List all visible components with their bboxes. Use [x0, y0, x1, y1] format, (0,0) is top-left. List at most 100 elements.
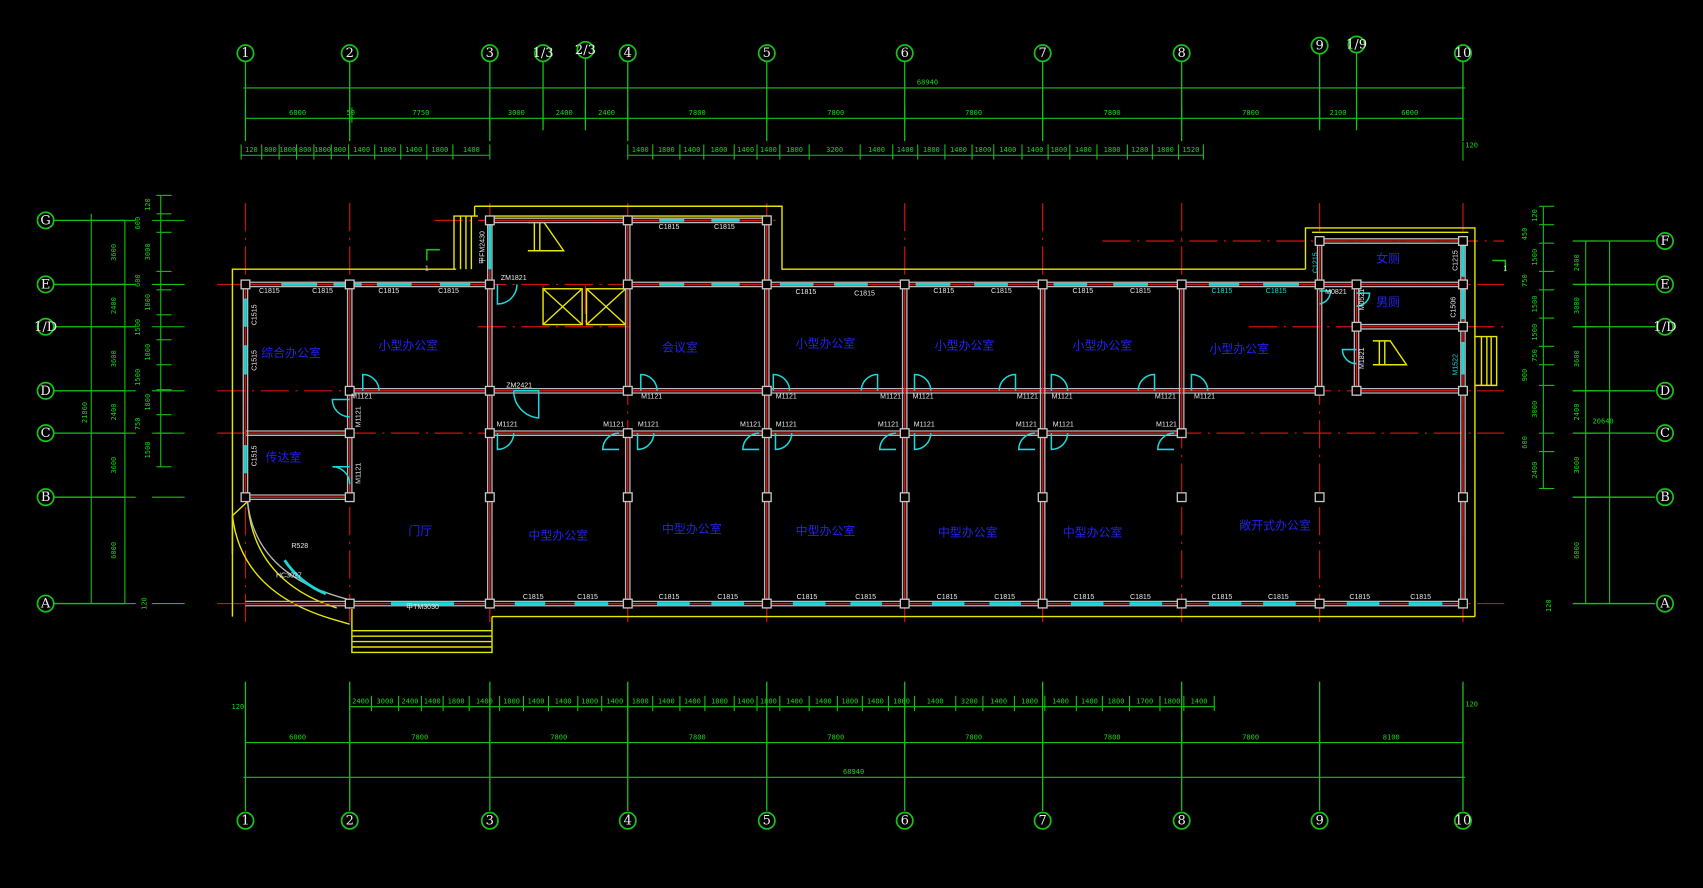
dim-right-detail-text: 450 [1520, 228, 1529, 241]
dim-left-axis-text: 2400 [109, 403, 118, 420]
axis-x-bottom-4-label: 4 [624, 814, 632, 829]
opening-label: C1815 [854, 290, 875, 297]
room-label: 综合办公室 [261, 345, 321, 360]
door-swing [774, 433, 793, 451]
axis-x-2-3-label: 2/3 [575, 43, 596, 58]
dim-bottom-detail-text: 3200 [961, 696, 978, 705]
dim-bottom-axis-text: 7800 [1242, 732, 1259, 741]
axis-x-1-3-bubble [534, 44, 553, 63]
axis-x-bottom-7-bubble [1033, 811, 1052, 830]
dim-top-detail-left-text: 800 [334, 145, 347, 154]
dim-top-axis-text: 50 [347, 108, 356, 117]
dim-bottom-detail-text: 1800 [632, 696, 649, 705]
axis-y-left-E-bubble [36, 275, 55, 294]
column [899, 492, 910, 503]
opening-label: C1815 [1130, 288, 1151, 295]
room-labels: 综合办公室小型办公室会议室小型办公室小型办公室小型办公室小型办公室女厕男厕传达室… [261, 251, 1400, 543]
north-stair [453, 215, 478, 270]
east-steps [1474, 335, 1498, 387]
axis-x-3-bubble [480, 44, 499, 63]
opening-label: C1815 [1349, 594, 1370, 601]
opening-label: M1121 [1194, 393, 1215, 400]
dim-top-detail-right-text: 1400 [950, 145, 967, 154]
dim-top-detail-right-text: 1400 [632, 145, 649, 154]
column [484, 598, 495, 609]
dim-bottom-detail-text: 1800 [1107, 696, 1124, 705]
dim-right-axis-text: 6000 [1572, 542, 1581, 559]
axis-x-1-3-label: 1/3 [533, 46, 554, 61]
axis-x-bottom-2-label: 2 [346, 814, 354, 829]
dim-bottom-edge-right: 120 [1465, 700, 1478, 709]
column [1037, 598, 1048, 609]
dim-bottom-detail-text: 1700 [1136, 696, 1153, 705]
opening-label: M1121 [880, 393, 901, 400]
axis-x-bottom-7-label: 7 [1039, 814, 1047, 829]
axis-x-6-bubble [895, 44, 914, 63]
axis-y-right-F-label: F [1660, 234, 1669, 249]
column [761, 385, 772, 396]
axis-y-right-1-D-label: 1/D [1653, 320, 1676, 335]
column [240, 279, 251, 290]
dim-bottom-detail-text: 1800 [581, 696, 598, 705]
dim-left-axis-text: 3600 [109, 457, 118, 474]
opening-label: C1815 [797, 594, 818, 601]
dim-bottom-detail-text: 1400 [606, 696, 623, 705]
column [484, 492, 495, 503]
dim-bottom-detail-text: 1400 [658, 696, 675, 705]
dim-bottom-detail-text: 1400 [1052, 696, 1069, 705]
door-swing [913, 433, 932, 451]
axis-y-right-C-label: C [1660, 426, 1670, 441]
axis-x-5-label: 5 [763, 46, 771, 61]
axis-y-left-E-label: E [41, 277, 51, 292]
opening-label: C1215 [1453, 250, 1460, 271]
opening-label: M1121 [497, 422, 518, 429]
column [1314, 385, 1325, 396]
column [1457, 236, 1468, 246]
opening-label: M1121 [356, 406, 363, 427]
dim-bottom-detail-text: 2400 [402, 696, 419, 705]
axis-y-left-G-label: G [40, 213, 50, 228]
opening-label: M1121 [776, 422, 797, 429]
opening-label: C1215 [1312, 252, 1319, 273]
dim-top-axis-text: 3000 [508, 108, 525, 117]
column [240, 492, 251, 503]
axis-y-right-D-label: D [1660, 384, 1670, 399]
column [1314, 492, 1325, 503]
door-swing [860, 373, 879, 391]
dim-top-detail-right-text: 1400 [1075, 145, 1092, 154]
opening-label: C1815 [714, 224, 735, 231]
axis-y-right-D-bubble [1655, 381, 1675, 400]
dim-bottom-detail-text: 1800 [841, 696, 858, 705]
axis-y-right-B-bubble [1655, 488, 1675, 507]
axis-x-1-9-label: 1/9 [1346, 38, 1367, 53]
room-label: 门厅 [408, 523, 432, 538]
dim-top-axis-text: 2400 [556, 108, 573, 117]
axis-x-bottom-4-bubble [618, 811, 637, 830]
dim-top-detail-right-text: 1400 [999, 145, 1016, 154]
column [344, 492, 355, 503]
dim-left-axis-text: 2400 [109, 297, 118, 314]
door-swing [1157, 432, 1175, 451]
opening-label: ZM1821 [501, 275, 527, 282]
opening-label: M1121 [740, 422, 761, 429]
opening-label: M1121 [1052, 393, 1073, 400]
opening-label: C1815 [438, 288, 459, 295]
dim-left-total: 21860 [80, 402, 89, 423]
dim-top-detail-right-text: 1800 [786, 145, 803, 154]
opening-label: M1121 [1156, 422, 1177, 429]
column [1037, 428, 1048, 439]
opening-label: C1815 [659, 224, 680, 231]
dim-bottom-detail-text: 1800 [711, 696, 728, 705]
opening-label: M1121 [1017, 393, 1038, 400]
column [622, 428, 633, 439]
dim-bottom-detail-text: 1400 [815, 696, 832, 705]
dim-top-detail-right-text: 1520 [1182, 145, 1199, 154]
axis-x-8-bubble [1172, 44, 1191, 63]
axis-x-1-bubble [236, 44, 255, 63]
room-label: 小型办公室 [1073, 338, 1133, 353]
grid-lines [217, 203, 1505, 625]
dim-top-detail-left-text: 120 [245, 145, 258, 154]
room-label: 会议室 [662, 340, 698, 355]
dim-left-detail-text: 600 [133, 274, 142, 287]
axis-y-left-A-label: A [40, 597, 51, 612]
